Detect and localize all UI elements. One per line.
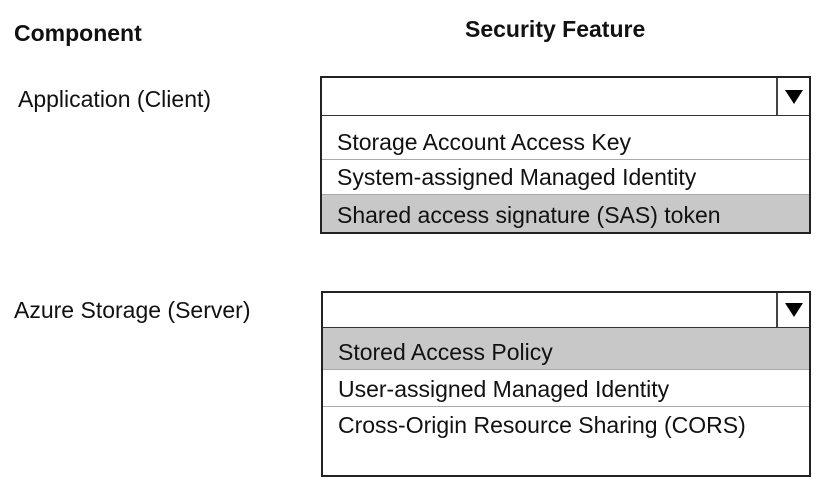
security-feature-dropdown-storage[interactable]: Stored Access Policy User-assigned Manag… <box>321 291 811 477</box>
dropdown-option[interactable]: System-assigned Managed Identity <box>322 160 809 195</box>
dropdown-arrow-button[interactable] <box>776 293 809 327</box>
dropdown-selected-value[interactable] <box>323 293 809 328</box>
component-label-application: Application (Client) <box>18 86 212 112</box>
dropdown-selected-value[interactable] <box>322 78 809 116</box>
security-feature-column-header: Security Feature <box>465 16 646 42</box>
dropdown-arrow-button[interactable] <box>776 78 809 115</box>
component-column-header: Component <box>14 20 142 46</box>
dropdown-option[interactable]: Cross-Origin Resource Sharing (CORS) <box>338 412 746 438</box>
dropdown-option[interactable]: Storage Account Access Key <box>322 116 809 160</box>
dropdown-option-highlighted[interactable]: Stored Access Policy <box>323 328 809 370</box>
chevron-down-icon <box>784 303 803 317</box>
chevron-down-icon <box>784 89 803 104</box>
dropdown-option-highlighted[interactable]: Shared access signature (SAS) token <box>322 195 809 232</box>
security-feature-dropdown-application[interactable]: Storage Account Access Key System-assign… <box>320 76 811 234</box>
dropdown-option[interactable]: User-assigned Managed Identity <box>323 370 809 407</box>
component-label-storage: Azure Storage (Server) <box>14 297 251 323</box>
